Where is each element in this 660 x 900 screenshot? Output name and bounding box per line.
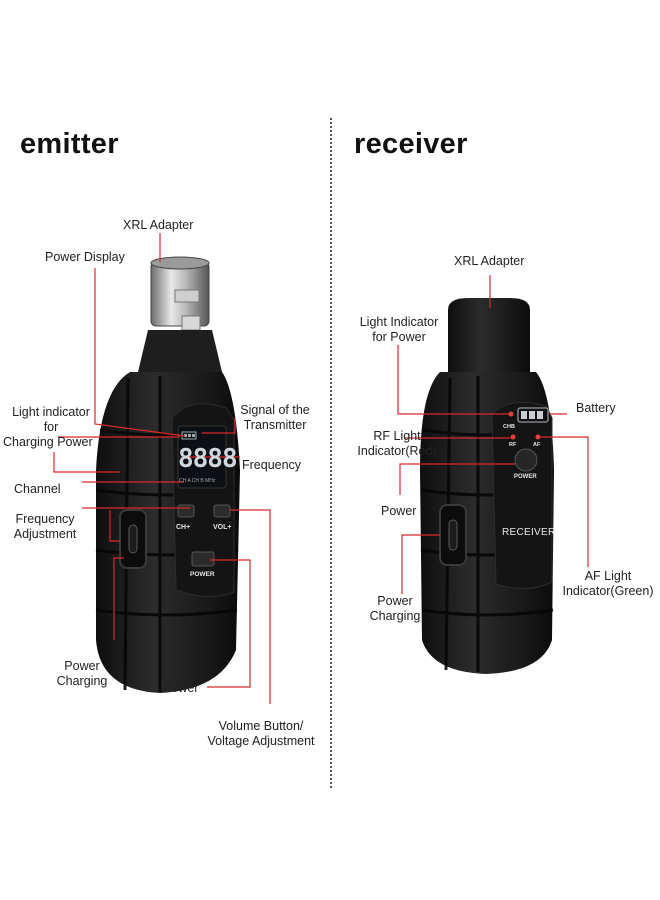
emitter-label-power-charging-line2: Charging [56, 674, 108, 688]
receiver-rf-led [510, 434, 516, 440]
receiver-af-led [535, 434, 541, 440]
receiver-label-light-indicator: Light Indicator for Power [350, 315, 448, 345]
emitter-ch-label: CH+ [176, 524, 191, 531]
emitter-title: emitter [20, 128, 119, 160]
emitter-label-signal-line2: Transmitter [243, 418, 307, 432]
receiver-callouts [397, 275, 589, 594]
receiver-power-led [508, 411, 514, 417]
receiver-label-af-line2: Indicator(Green) [562, 584, 654, 598]
emitter-label-power: Power [163, 681, 199, 695]
section-divider [330, 118, 332, 788]
receiver-control-panel [491, 401, 553, 589]
receiver-chb-label: CHB [503, 424, 515, 430]
emitter-label-signal-line1: Signal of the [240, 403, 310, 417]
receiver-label-power-charging-line2: Charging [369, 609, 421, 623]
emitter-power-label: POWER [190, 571, 215, 578]
receiver-label-light-indicator-line2: for Power [372, 330, 426, 344]
emitter-device [95, 256, 240, 693]
emitter-label-volume-line2: Voltage Adjustment [207, 734, 315, 748]
emitter-label-frequency: Frequency [242, 458, 302, 472]
emitter-callouts [53, 233, 271, 704]
emitter-label-light-indicator-line1: Light indicator [12, 405, 90, 419]
receiver-title: receiver [354, 128, 468, 160]
receiver-label-light-indicator-line1: Light Indicator [359, 315, 439, 329]
receiver-label-xrl-adapter: XRL Adapter [454, 254, 525, 268]
emitter-label-xrl-adapter: XRL Adapter [123, 218, 194, 232]
emitter-label-light-indicator-line2: for [43, 420, 59, 434]
receiver-label-power: Power [381, 504, 417, 518]
receiver-brand-label: RECEIVER [502, 527, 556, 538]
receiver-label-rf-line2: Indicator(Red) [357, 444, 437, 458]
emitter-label-signal: Signal of the Transmitter [233, 403, 317, 433]
receiver-power-label: POWER [514, 474, 537, 480]
receiver-label-power-charging: Power Charging [364, 594, 426, 624]
emitter-label-power-charging-line1: Power [64, 659, 100, 673]
emitter-ch-button[interactable] [177, 504, 195, 518]
emitter-label-light-indicator: Light indicator for [2, 405, 100, 435]
emitter-label-light-indicator-line3: Charging Power [3, 435, 93, 449]
emitter-lcd-digits: 8888 [178, 444, 238, 474]
receiver-af-label: AF [533, 442, 541, 448]
emitter-label-channel: Channel [14, 482, 61, 496]
receiver-label-rf-line1: RF Light [373, 429, 421, 443]
receiver-rf-label: RF [509, 442, 517, 448]
receiver-label-af-line1: AF Light [584, 569, 632, 583]
receiver-power-button[interactable] [514, 448, 538, 472]
emitter-label-volume-line1: Volume Button/ [218, 719, 304, 733]
emitter-lcd-sub: CH A CH B MHz [179, 478, 216, 484]
emitter-label-freq-adj-line2: Adjustment [13, 527, 77, 541]
emitter-vol-label: VOL+ [213, 524, 232, 531]
emitter-vol-button[interactable] [213, 504, 231, 518]
emitter-label-power-charging: Power Charging [52, 659, 112, 689]
receiver-label-battery: Battery [576, 401, 616, 415]
receiver-label-af: AF Light Indicator(Green) [556, 569, 660, 599]
emitter-label-volume: Volume Button/ Voltage Adjustment [196, 719, 326, 749]
emitter-label-frequency-adjustment: Frequency Adjustment [4, 512, 86, 542]
receiver-label-rf: RF Light Indicator(Red) [347, 429, 447, 459]
receiver-label-power-charging-line1: Power [377, 594, 413, 608]
emitter-label-power-display: Power Display [45, 250, 125, 264]
emitter-label-freq-adj-line1: Frequency [15, 512, 75, 526]
receiver-device [420, 298, 554, 674]
emitter-power-button[interactable] [191, 551, 215, 567]
